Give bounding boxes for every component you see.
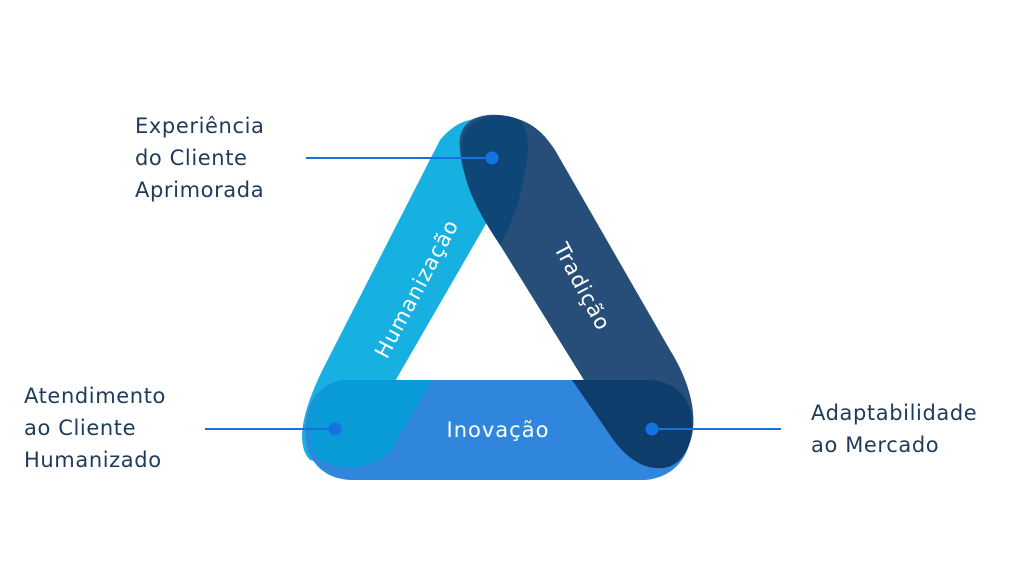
- band-humanizacao: [302, 115, 522, 462]
- connector-dot-right: [645, 422, 659, 436]
- connector-dot-left: [328, 422, 342, 436]
- overlap-left: [308, 380, 432, 468]
- callout-atendimento: Atendimento ao Cliente Humanizado: [24, 380, 166, 476]
- callout-experiencia: Experiência do Cliente Aprimorada: [135, 110, 265, 206]
- callout-adaptabilidade: Adaptabilidade ao Mercado: [811, 397, 977, 461]
- overlap-right: [572, 380, 693, 469]
- overlap-top: [462, 115, 528, 245]
- callout-line: do Cliente: [135, 146, 248, 170]
- callout-line: Atendimento: [24, 384, 166, 408]
- callout-line: Adaptabilidade: [811, 401, 978, 425]
- callout-line: Aprimorada: [135, 178, 265, 202]
- callout-line: ao Mercado: [811, 433, 940, 457]
- connector-dot-top: [485, 151, 499, 165]
- callout-line: ao Cliente: [24, 416, 137, 440]
- callout-line: Humanizado: [24, 448, 162, 472]
- band-label-inovacao: Inovação: [447, 418, 550, 442]
- callout-line: Experiência: [135, 114, 265, 138]
